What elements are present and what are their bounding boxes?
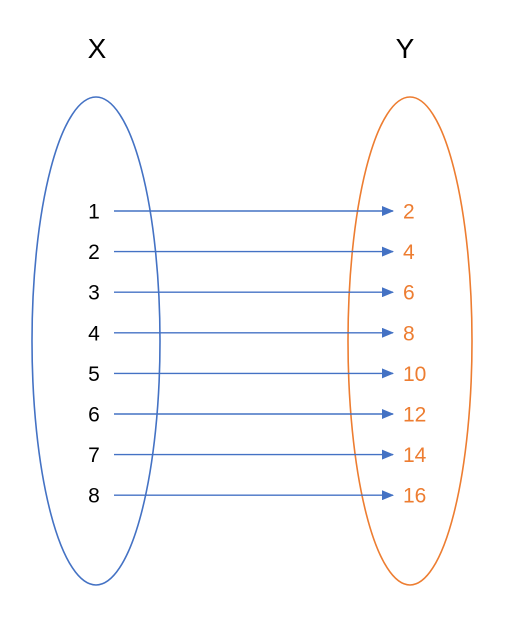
- domain-element-label: 2: [88, 241, 100, 264]
- domain-element-label: 4: [88, 322, 100, 345]
- domain-element-label: 3: [88, 282, 100, 305]
- codomain-element-label: 4: [403, 241, 415, 264]
- domain-elements: 1 2 3 4 5 6 7 8: [88, 201, 100, 508]
- codomain-set-title: Y: [396, 33, 415, 64]
- codomain-element-label: 10: [403, 363, 426, 386]
- domain-element-label: 7: [88, 444, 100, 467]
- domain-element-label: 5: [88, 363, 100, 386]
- codomain-element-label: 16: [403, 485, 426, 508]
- domain-element-label: 8: [88, 485, 100, 508]
- domain-set-title: X: [88, 33, 107, 64]
- codomain-element-label: 14: [403, 444, 427, 467]
- codomain-element-label: 2: [403, 201, 415, 224]
- mapping-arrows: [114, 206, 394, 501]
- domain-set-ellipse: [31, 96, 161, 586]
- codomain-element-label: 12: [403, 404, 426, 427]
- domain-element-label: 6: [88, 404, 100, 427]
- codomain-elements: 2 4 6 8 10 12 14 16: [403, 201, 427, 508]
- codomain-set-ellipse: [347, 96, 473, 586]
- codomain-element-label: 6: [403, 282, 415, 305]
- domain-element-label: 1: [88, 201, 100, 224]
- codomain-element-label: 8: [403, 322, 415, 345]
